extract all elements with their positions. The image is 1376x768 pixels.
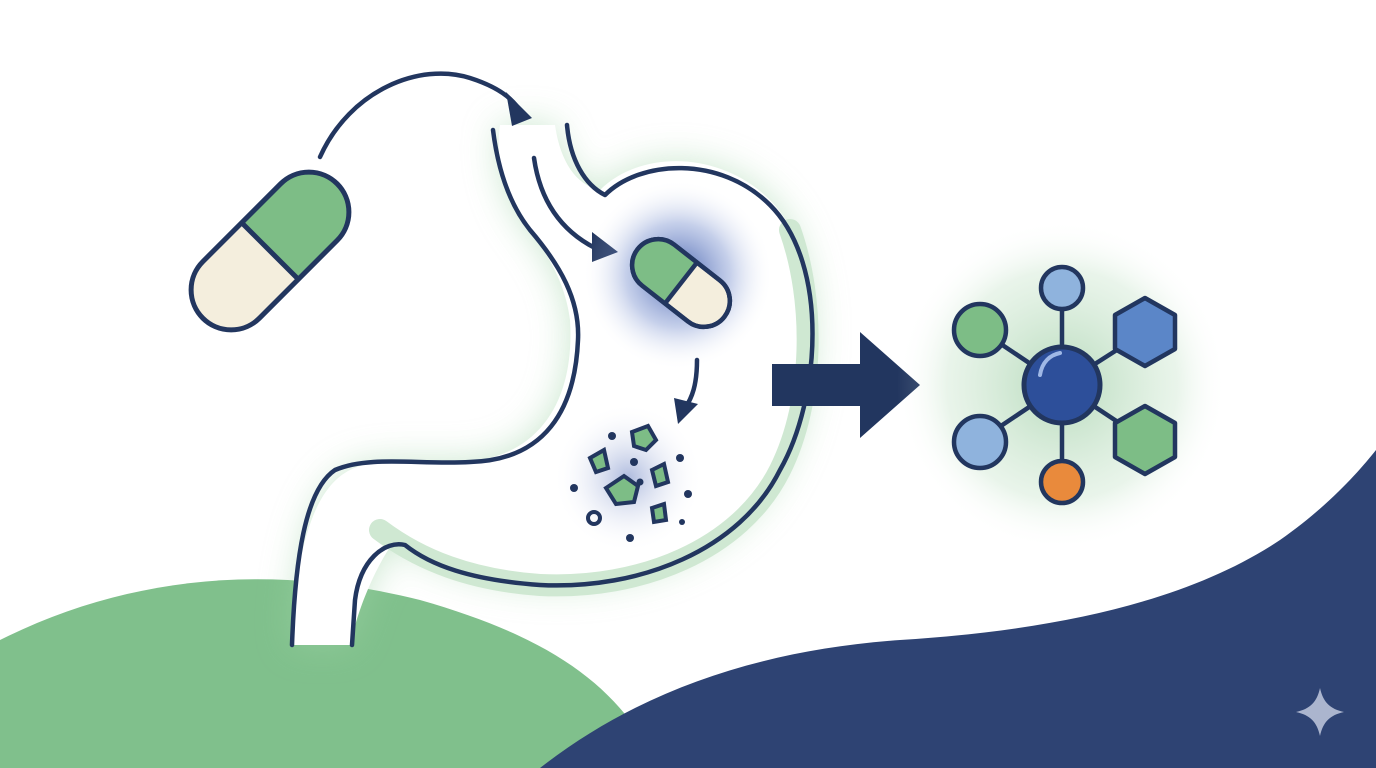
sparkle-icon (1296, 688, 1344, 736)
swallow-arrow-icon (317, 71, 532, 160)
absorption-arrow-icon (772, 332, 920, 438)
capsule-in-stomach-icon (629, 236, 733, 330)
green-wave (0, 579, 660, 768)
dissolving-particles-icon (570, 423, 692, 542)
molecule-network-icon (951, 264, 1178, 506)
capsule-icon (188, 169, 352, 333)
navy-wave (540, 450, 1376, 768)
dissolve-arrow-icon (674, 357, 700, 424)
